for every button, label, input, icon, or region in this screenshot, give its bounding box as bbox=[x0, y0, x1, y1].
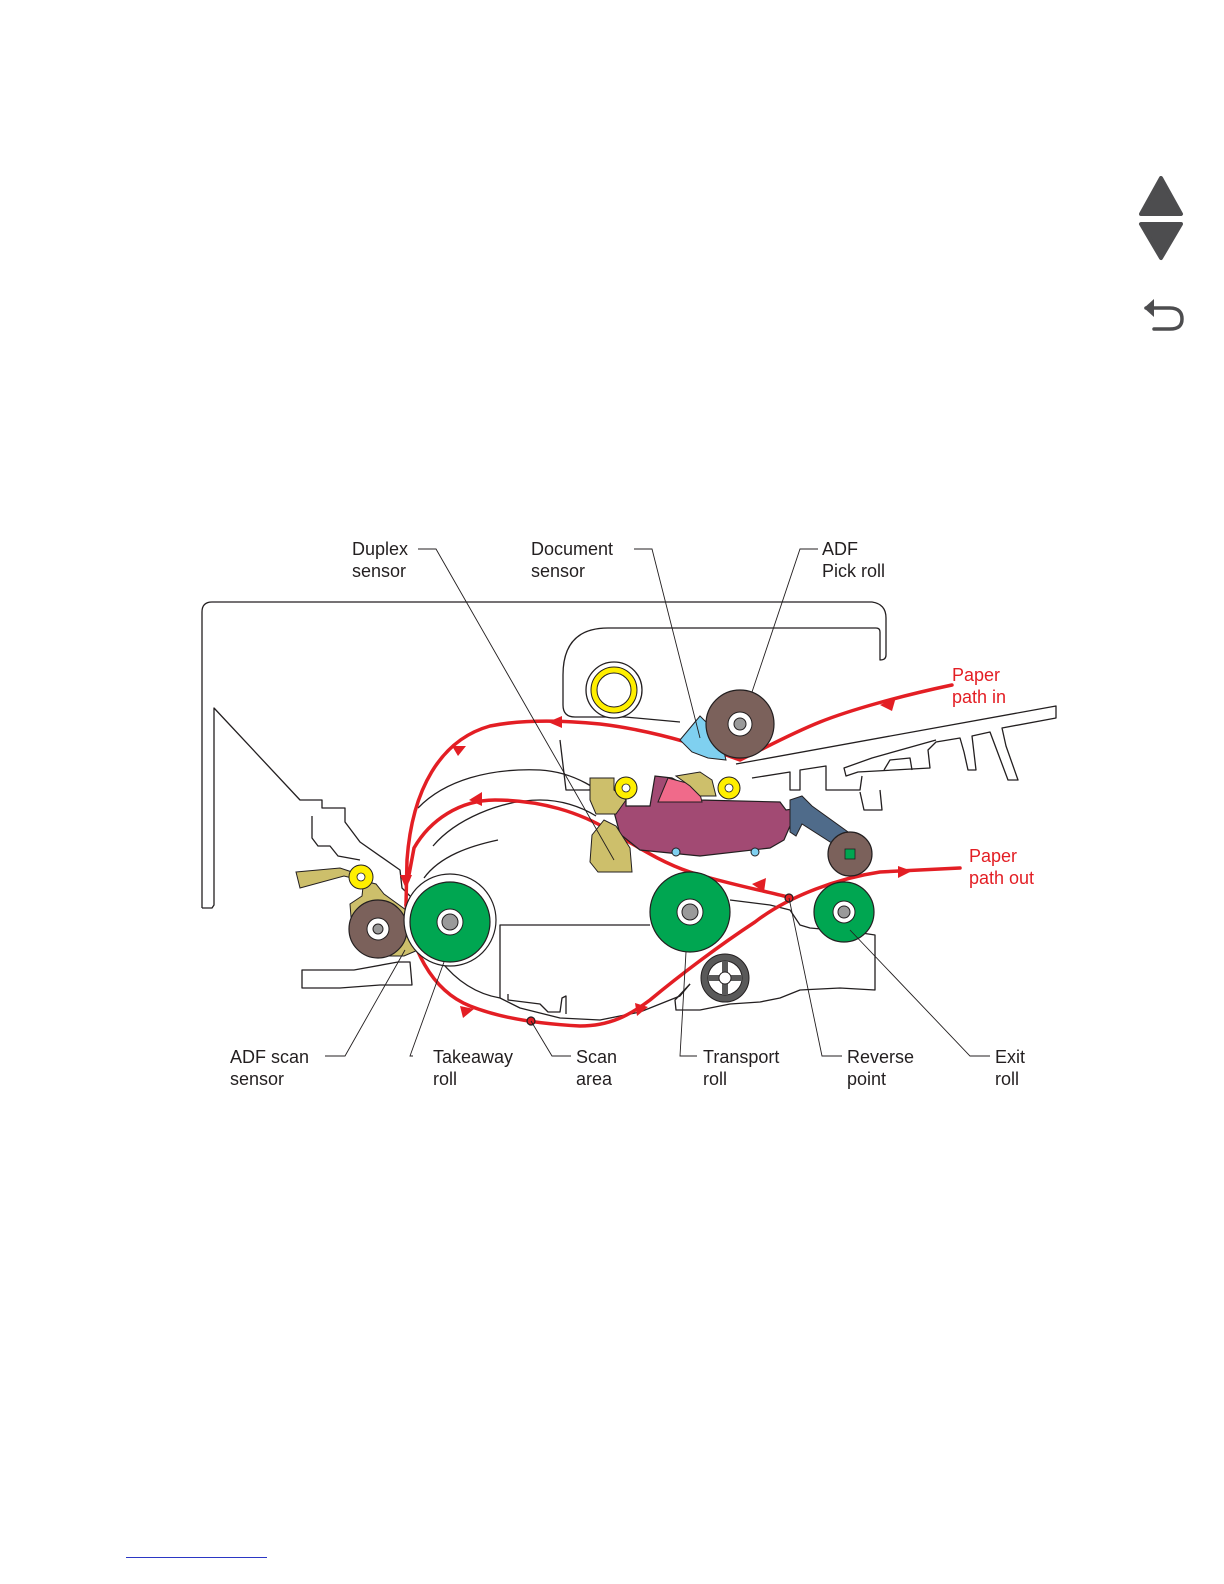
duplex-sensor-label-line1: Duplex bbox=[352, 539, 408, 559]
transport-roll bbox=[650, 872, 730, 952]
star-wheel bbox=[701, 954, 749, 1002]
scan-area-label-line1: Scan bbox=[576, 1047, 617, 1067]
paper-path-in-label-line2: path in bbox=[952, 687, 1006, 707]
exit-roll-label-line2: roll bbox=[995, 1069, 1019, 1089]
paper-path-out-label-line1: Paper bbox=[969, 846, 1017, 866]
adf-scan-sensor-label-line1: ADF scan bbox=[230, 1047, 309, 1067]
exit-roll-label-line1: Exit bbox=[995, 1047, 1025, 1067]
separator-arm bbox=[790, 796, 872, 876]
reverse-point-label-line2: point bbox=[847, 1069, 886, 1089]
paper-path-in-label-line1: Paper bbox=[952, 665, 1000, 685]
exit-roll-label: Exit roll bbox=[995, 1047, 1030, 1089]
transport-roll-label-line1: Transport bbox=[703, 1047, 779, 1067]
transport-roll-label: Transport roll bbox=[703, 1047, 784, 1089]
adf-scan-sensor-label: ADF scan sensor bbox=[230, 1047, 314, 1089]
adf-scan-sensor-label-line2: sensor bbox=[230, 1069, 284, 1089]
adf-pick-roll-label-line2: Pick roll bbox=[822, 561, 885, 581]
paper-path-in-label: Paper path in bbox=[952, 665, 1006, 707]
exit-roll bbox=[814, 882, 874, 942]
takeaway-roll-label: Takeaway roll bbox=[433, 1047, 518, 1089]
transport-roll-label-line2: roll bbox=[703, 1069, 727, 1089]
reverse-point-label: Reverse point bbox=[847, 1047, 919, 1089]
duplex-sensor-label-line2: sensor bbox=[352, 561, 406, 581]
scan-area-label-line2: area bbox=[576, 1069, 613, 1089]
takeaway-roll-label-line2: roll bbox=[433, 1069, 457, 1089]
reverse-point-label-line1: Reverse bbox=[847, 1047, 914, 1067]
takeaway-roll-label-line1: Takeaway bbox=[433, 1047, 513, 1067]
idle-roll-upper bbox=[586, 662, 642, 718]
document-sensor-label-line1: Document bbox=[531, 539, 613, 559]
adf-pick-roll-label: ADF Pick roll bbox=[822, 539, 885, 581]
adf-pick-roll-label-line1: ADF bbox=[822, 539, 858, 559]
paper-path-out-label: Paper path out bbox=[969, 846, 1034, 888]
duplex-sensor-label: Duplex sensor bbox=[352, 539, 413, 581]
scan-area-label: Scan area bbox=[576, 1047, 622, 1089]
document-sensor-label: Document sensor bbox=[531, 539, 618, 581]
adf-scan-sensor-assembly bbox=[296, 865, 418, 958]
document-sensor-label-line2: sensor bbox=[531, 561, 585, 581]
paper-path-out-label-line2: path out bbox=[969, 868, 1034, 888]
adf-pick-roll bbox=[706, 690, 774, 758]
footer-link-underline[interactable] bbox=[126, 1557, 267, 1558]
takeaway-roll bbox=[404, 874, 496, 966]
